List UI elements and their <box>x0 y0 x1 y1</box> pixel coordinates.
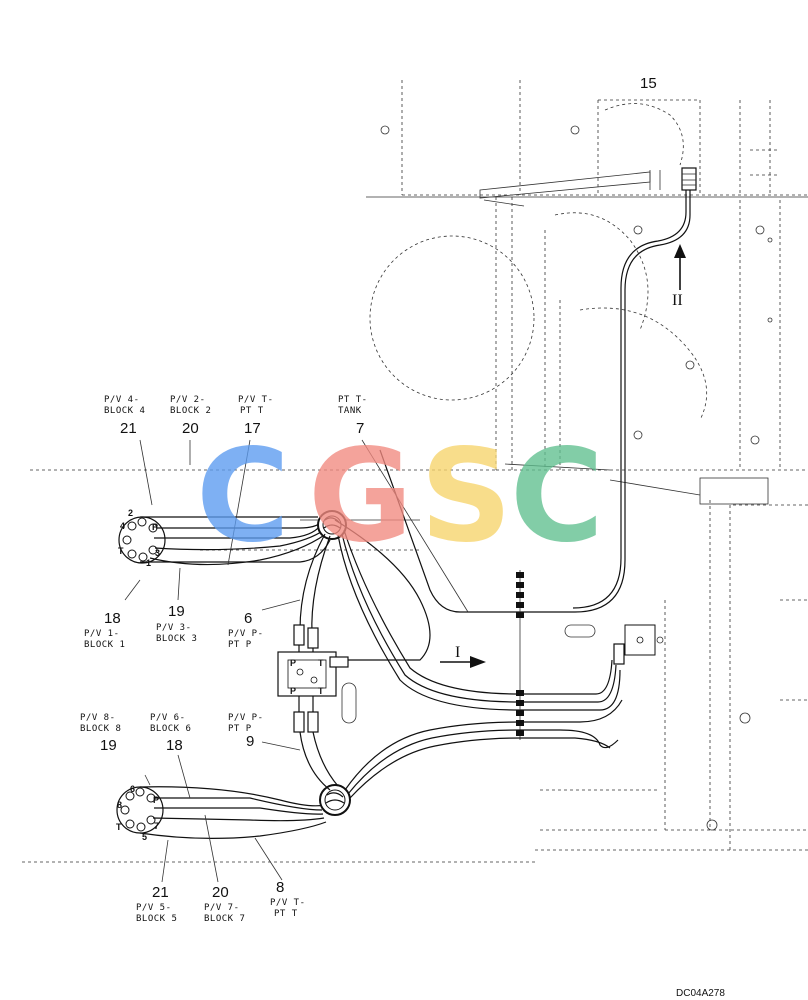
callout-15: 15 <box>640 75 657 92</box>
callout-7: 7 <box>356 420 364 437</box>
drawing-code: DC04A278 <box>676 988 725 999</box>
label-pv2-line2: BLOCK 2 <box>170 406 211 416</box>
valve-port-p2: P <box>290 686 296 696</box>
label-pv5-line2: BLOCK 5 <box>136 914 177 924</box>
machine-frame <box>22 80 808 863</box>
pin-4: 4 <box>120 521 125 531</box>
label-pv5-line1: P/V 5- <box>136 903 172 913</box>
callout-21-bottom: 21 <box>152 884 169 901</box>
watermark-logo: C G S C <box>196 422 604 571</box>
pin-p-top: P <box>152 522 158 532</box>
pin-p-bottom: P <box>153 795 159 805</box>
pin-5: 5 <box>142 832 147 842</box>
view-arrow-ii <box>674 244 686 290</box>
pilot-valve-block: P T P T <box>277 624 349 733</box>
callout-6: 6 <box>244 610 252 627</box>
label-pv2-line1: P/V 2- <box>170 395 206 405</box>
watermark-letter-3: S <box>420 422 512 571</box>
callout-19-bottom: 19 <box>100 737 117 754</box>
label-pvt-bottom-line1: P/V T- <box>270 898 306 908</box>
valve-port-t2: T <box>318 686 324 696</box>
upper-connector-assembly <box>118 510 347 566</box>
label-pv7-line2: BLOCK 7 <box>204 914 245 924</box>
pin-2: 2 <box>128 508 133 518</box>
callout-20-bottom: 20 <box>212 884 229 901</box>
callout-8: 8 <box>276 879 284 896</box>
return-hose-line <box>379 167 697 613</box>
label-pv3-line1: P/V 3- <box>156 623 192 633</box>
pin-1: 1 <box>146 558 151 568</box>
label-pvp-bottom-line1: P/V P- <box>228 713 264 723</box>
callout-labels: 15 P/V 4- BLOCK 4 21 P/V 2- BLOCK 2 20 P… <box>80 75 657 924</box>
label-ptt-line1: PT T- <box>338 395 368 405</box>
label-pvt-bottom-line2: PT T <box>274 909 298 919</box>
label-pv1-line2: BLOCK 1 <box>84 640 125 650</box>
label-pvt-top-line1: P/V T- <box>238 395 274 405</box>
label-pv1-line1: P/V 1- <box>84 629 120 639</box>
hose-clamp-column <box>516 570 524 740</box>
view-marker-i: I <box>455 644 460 661</box>
pin-3: 3 <box>155 548 160 558</box>
callout-9: 9 <box>246 733 254 750</box>
pin-8: 8 <box>117 800 122 810</box>
callout-20-top: 20 <box>182 420 199 437</box>
label-pv6-line2: BLOCK 6 <box>150 724 191 734</box>
label-pv6-line1: P/V 6- <box>150 713 186 723</box>
label-pvp-bottom-line2: PT P <box>228 724 252 734</box>
leader-lines <box>124 439 469 883</box>
callout-18-bottom: 18 <box>166 737 183 754</box>
label-pvp-top-line1: P/V P- <box>228 629 264 639</box>
label-pv3-line2: BLOCK 3 <box>156 634 197 644</box>
watermark-letter-1: C <box>196 422 290 571</box>
lower-connector-assembly <box>116 784 351 839</box>
view-marker-ii: II <box>672 292 683 309</box>
pin-t-bottom: T <box>116 822 122 832</box>
watermark-letter-4: C <box>510 422 604 571</box>
callout-18-top: 18 <box>104 610 121 627</box>
callout-17: 17 <box>244 420 261 437</box>
right-fitting <box>613 624 656 665</box>
pin-t-top: T <box>118 546 124 556</box>
lower-pin-labels: 6 8 P T 7 5 <box>116 784 159 842</box>
view-arrow-i <box>440 656 486 668</box>
upper-grommet-hoses <box>299 519 621 711</box>
upper-pin-labels: 2 4 P T 3 1 <box>118 508 160 568</box>
pin-7: 7 <box>154 821 159 831</box>
callout-21-top: 21 <box>120 420 137 437</box>
label-pv8-line1: P/V 8- <box>80 713 116 723</box>
label-pv8-line2: BLOCK 8 <box>80 724 121 734</box>
pin-6: 6 <box>130 784 135 794</box>
watermark-letter-2: G <box>308 422 413 571</box>
label-pvt-top-line2: PT T <box>240 406 264 416</box>
label-pv4-line2: BLOCK 4 <box>104 406 145 416</box>
label-pvp-top-line2: PT P <box>228 640 252 650</box>
callout-19-top: 19 <box>168 603 185 620</box>
label-pv7-line1: P/V 7- <box>204 903 240 913</box>
valve-port-t1: T <box>318 658 324 668</box>
valve-port-p1: P <box>290 658 296 668</box>
label-pv4-line1: P/V 4- <box>104 395 140 405</box>
lower-grommet-hoses <box>299 699 623 799</box>
label-ptt-line2: TANK <box>338 406 362 416</box>
